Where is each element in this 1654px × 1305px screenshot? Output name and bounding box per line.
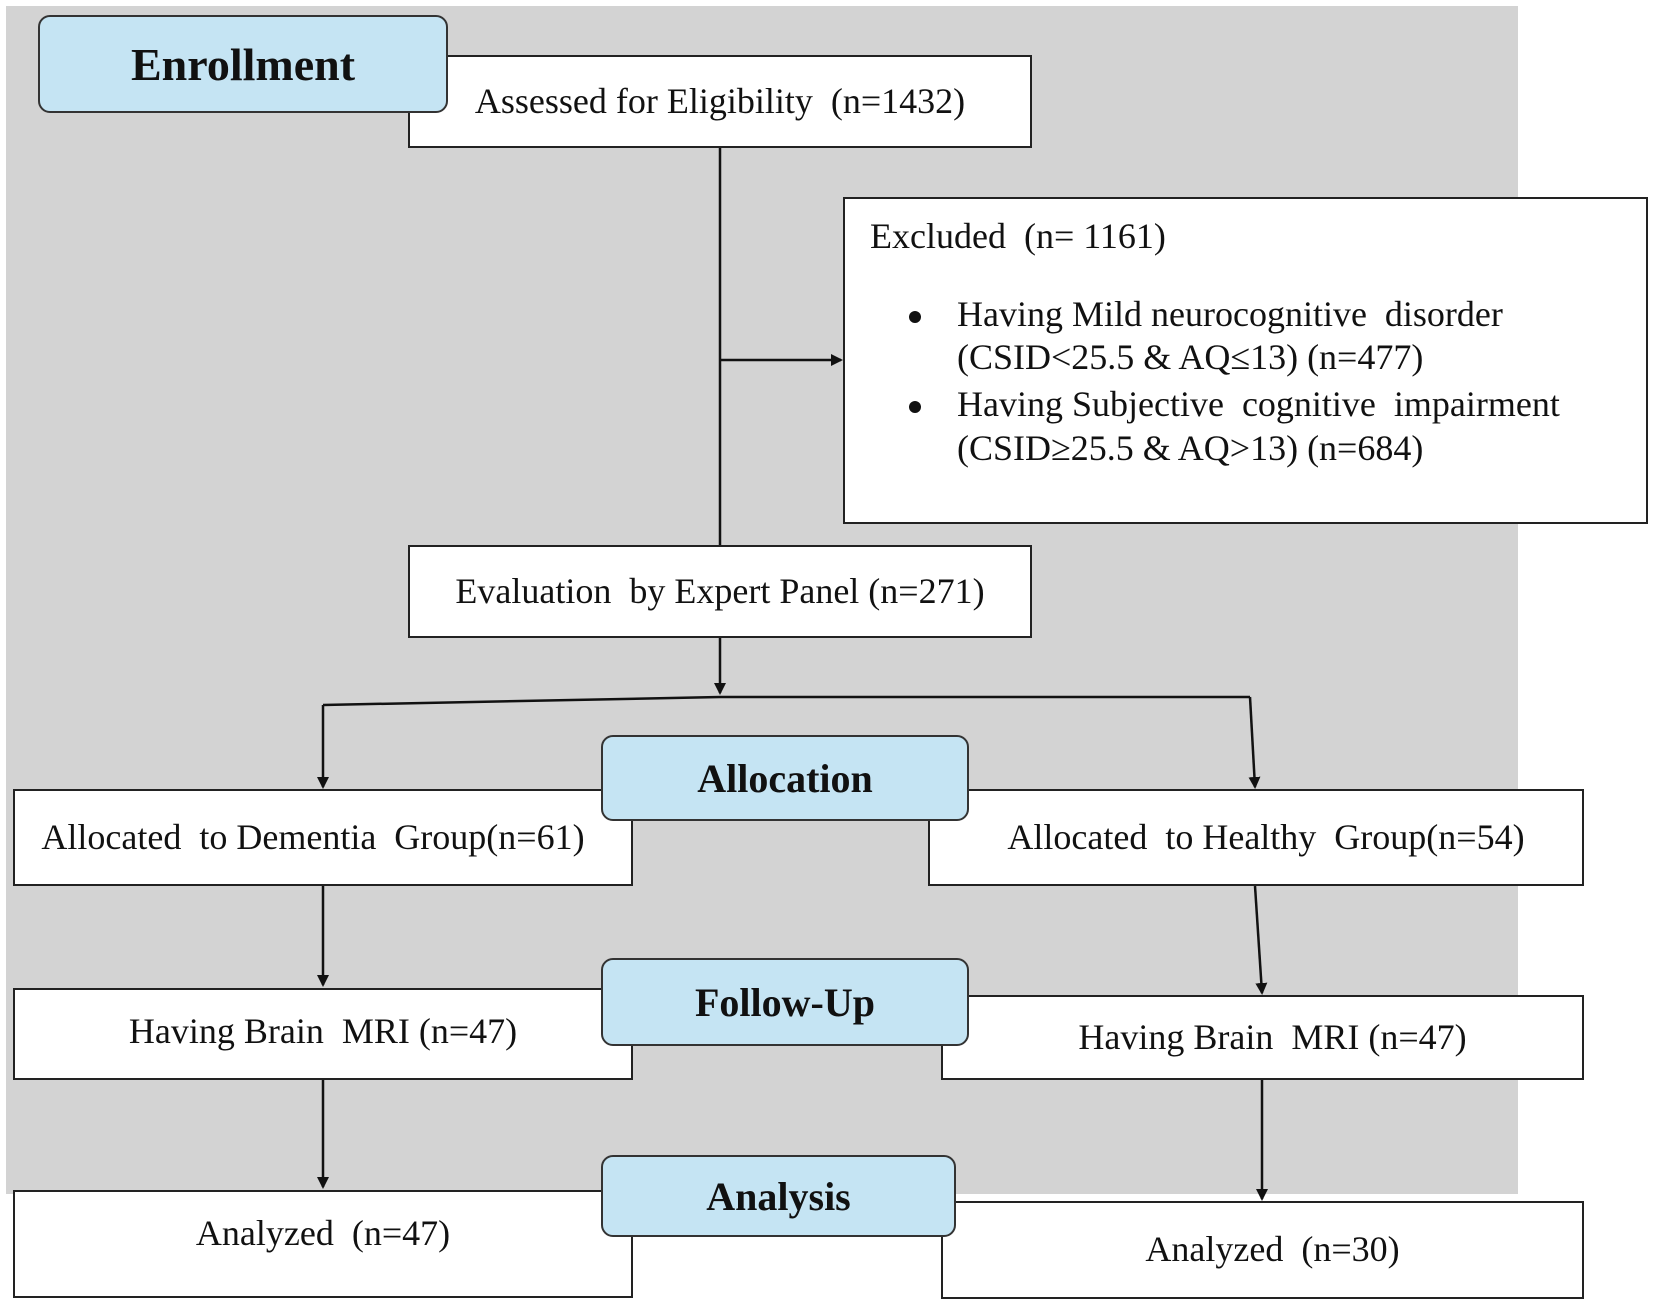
excluded-reason-item: Having Mild neurocognitive disorder (CSI… <box>907 293 1616 379</box>
healthy-mri-box: Having Brain MRI (n=47) <box>941 995 1584 1080</box>
bullet-icon <box>909 311 921 323</box>
evaluation-text: Evaluation by Expert Panel (n=271) <box>455 570 985 611</box>
healthy-group-box: Allocated to Healthy Group(n=54) <box>928 789 1584 886</box>
excluded-reason-criteria: (CSID<25.5 & AQ≤13) (n=477) <box>957 337 1424 378</box>
dementia-analyzed-text: Analyzed (n=47) <box>195 1213 451 1253</box>
excluded-box: Excluded (n= 1161) Having Mild neurocogn… <box>843 197 1648 524</box>
stage-label-analysis: Analysis <box>601 1155 956 1237</box>
dementia-group-text: Allocated to Dementia Group(n=61) <box>41 816 585 857</box>
assessed-text: Assessed for Eligibility (n=1432) <box>474 80 966 121</box>
dementia-group-box: Allocated to Dementia Group(n=61) <box>13 789 633 886</box>
stage-label-enrollment: Enrollment <box>38 15 448 113</box>
stage-label-allocation: Allocation <box>601 735 969 821</box>
healthy-group-text: Allocated to Healthy Group(n=54) <box>1007 816 1525 857</box>
excluded-reason-criteria: (CSID≥25.5 & AQ>13) (n=684) <box>957 427 1424 468</box>
assessed-box: Assessed for Eligibility (n=1432) <box>408 55 1032 148</box>
healthy-analyzed-box: Analyzed (n=30) <box>941 1201 1584 1299</box>
dementia-mri-box: Having Brain MRI (n=47) <box>13 988 633 1080</box>
excluded-reason-line: Having Mild neurocognitive disorder <box>957 294 1503 334</box>
excluded-reasons-list: Having Mild neurocognitive disorder (CSI… <box>907 293 1616 474</box>
excluded-title: Excluded (n= 1161) <box>870 216 1166 256</box>
healthy-analyzed-text: Analyzed (n=30) <box>1145 1229 1400 1270</box>
stage-label-follow-up: Follow-Up <box>601 958 969 1046</box>
dementia-analyzed-box: Analyzed (n=47) <box>13 1190 633 1298</box>
connector-branch-left <box>322 695 721 707</box>
healthy-mri-text: Having Brain MRI (n=47) <box>1078 1016 1467 1057</box>
arrow-healthy-to-mri <box>1253 885 1268 995</box>
bullet-icon <box>909 401 921 414</box>
dementia-mri-text: Having Brain MRI (n=47) <box>128 1011 518 1051</box>
stage-label-allocation-text: Allocation <box>697 755 873 801</box>
stage-label-analysis-text: Analysis <box>706 1173 851 1219</box>
excluded-reason-line: Having Subjective cognitive impairment <box>957 384 1560 425</box>
evaluation-box: Evaluation by Expert Panel (n=271) <box>408 545 1032 638</box>
stage-label-follow-up-text: Follow-Up <box>695 979 875 1025</box>
arrow-to-healthy-group <box>1248 696 1261 789</box>
excluded-reason-item: Having Subjective cognitive impairment (… <box>907 383 1616 469</box>
stage-label-enrollment-text: Enrollment <box>130 38 356 90</box>
